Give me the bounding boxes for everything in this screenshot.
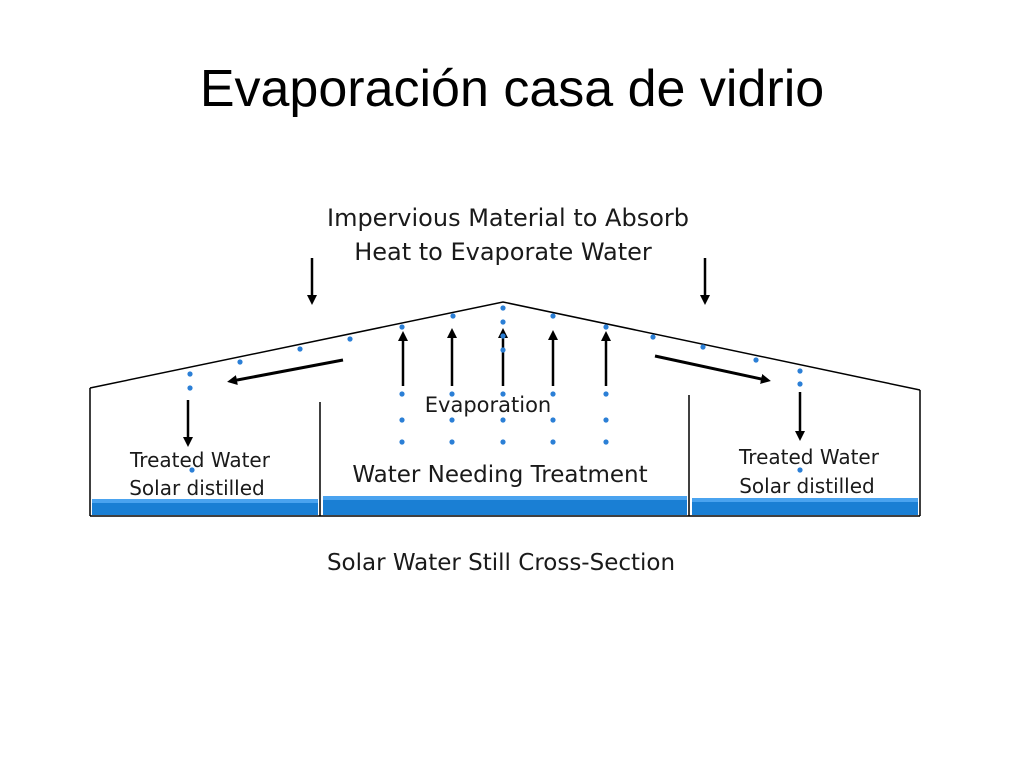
droplet — [450, 313, 456, 319]
droplet — [603, 417, 609, 423]
droplet — [500, 305, 506, 311]
droplet — [399, 324, 405, 330]
top-label-line2: Heat to Evaporate Water — [354, 238, 652, 266]
droplet — [500, 439, 506, 445]
droplet — [449, 391, 455, 397]
droplet — [449, 417, 455, 423]
droplet — [603, 324, 609, 330]
right-basin-label-line2: Solar distilled — [739, 474, 875, 498]
droplet — [399, 439, 405, 445]
droplet — [700, 344, 706, 350]
droplet — [500, 319, 506, 325]
droplet — [187, 385, 193, 391]
right-basin-water — [692, 498, 918, 515]
droplet — [550, 439, 556, 445]
droplet — [399, 391, 405, 397]
droplet — [297, 346, 303, 352]
droplet — [797, 381, 803, 387]
left-basin-water-surface — [92, 499, 318, 503]
center-basin-water-surface — [323, 496, 687, 500]
right-basin-water-surface — [692, 498, 918, 502]
droplet — [603, 439, 609, 445]
droplet — [550, 313, 556, 319]
droplet — [603, 391, 609, 397]
droplet — [237, 359, 243, 365]
center-basin-label: Water Needing Treatment — [352, 462, 647, 488]
droplet — [189, 467, 195, 473]
water-droplets — [187, 305, 803, 473]
diagram-caption: Solar Water Still Cross-Section — [327, 550, 675, 576]
droplet — [500, 417, 506, 423]
runoff-arrow-right — [654, 354, 771, 384]
droplet — [550, 391, 556, 397]
droplet — [449, 439, 455, 445]
droplet — [347, 336, 353, 342]
top-label-line1: Impervious Material to Absorb — [327, 204, 689, 232]
droplet — [187, 371, 193, 377]
evaporation-label: Evaporation — [425, 393, 551, 417]
droplet — [797, 368, 803, 374]
center-basin-water — [323, 496, 687, 515]
droplet — [500, 333, 506, 339]
runoff-arrow-left — [227, 358, 344, 385]
droplet — [650, 334, 656, 340]
left-basin-label-line2: Solar distilled — [129, 476, 265, 500]
droplet — [797, 467, 803, 473]
droplet — [753, 357, 759, 363]
roof-outline — [89, 301, 921, 391]
droplet — [550, 417, 556, 423]
slide-title: Evaporación casa de vidrio — [199, 60, 825, 118]
left-basin-label-line1: Treated Water — [129, 448, 271, 472]
droplet — [500, 347, 506, 353]
droplet — [399, 417, 405, 423]
droplet — [500, 391, 506, 397]
right-basin-label-line1: Treated Water — [738, 445, 880, 469]
